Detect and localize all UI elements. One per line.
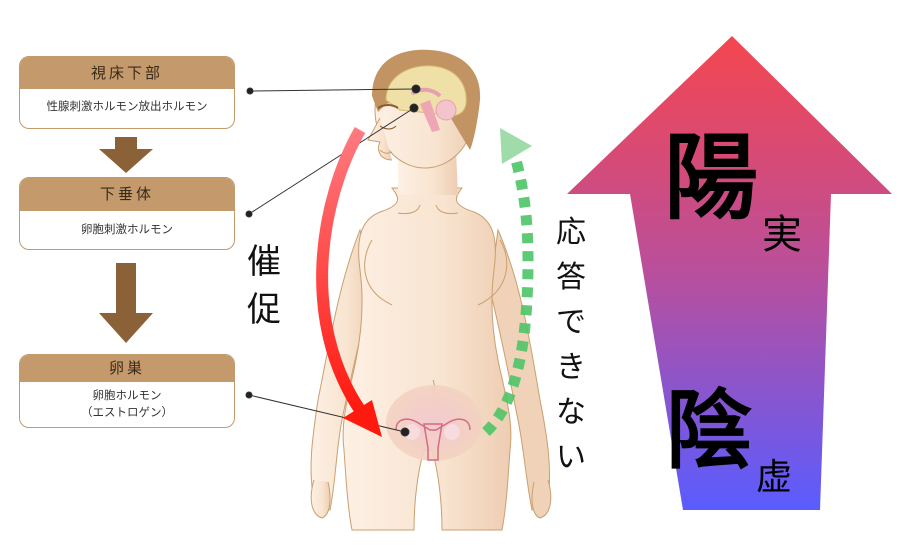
pituitary-box: 下垂体 卵胞刺激ホルモン: [19, 177, 235, 250]
box-title: 下垂体: [20, 178, 234, 211]
yang-sub-label: 実: [762, 212, 802, 258]
ovary-box: 卵巣 卵胞ホルモン （エストロゲン）: [19, 354, 235, 428]
yang-label: 陽: [664, 123, 759, 233]
yin-label: 陰: [666, 380, 752, 481]
no-response-label: 応 答 で き な い: [556, 215, 586, 475]
hypothalamus-box: 視床下部 性腺刺激ホルモン放出ホルモン: [19, 56, 235, 129]
promote-label: 催 促: [247, 242, 281, 330]
box-title: 卵巣: [20, 355, 234, 382]
flow-arrow-down-icon: [99, 137, 153, 173]
yin-sub-label: 虚: [756, 457, 793, 498]
box-body: 性腺刺激ホルモン放出ホルモン: [46, 99, 208, 113]
response-arrow: [482, 158, 534, 437]
box-body: 卵胞ホルモン （エストロゲン）: [81, 388, 173, 419]
box-title: 視床下部: [20, 57, 234, 89]
box-body: 卵胞刺激ホルモン: [81, 222, 173, 236]
flow-arrow-down-icon: [99, 263, 153, 343]
connector-lines: [245, 84, 421, 437]
promote-arrow: [316, 127, 366, 414]
yinyang-arrow: [567, 36, 892, 510]
